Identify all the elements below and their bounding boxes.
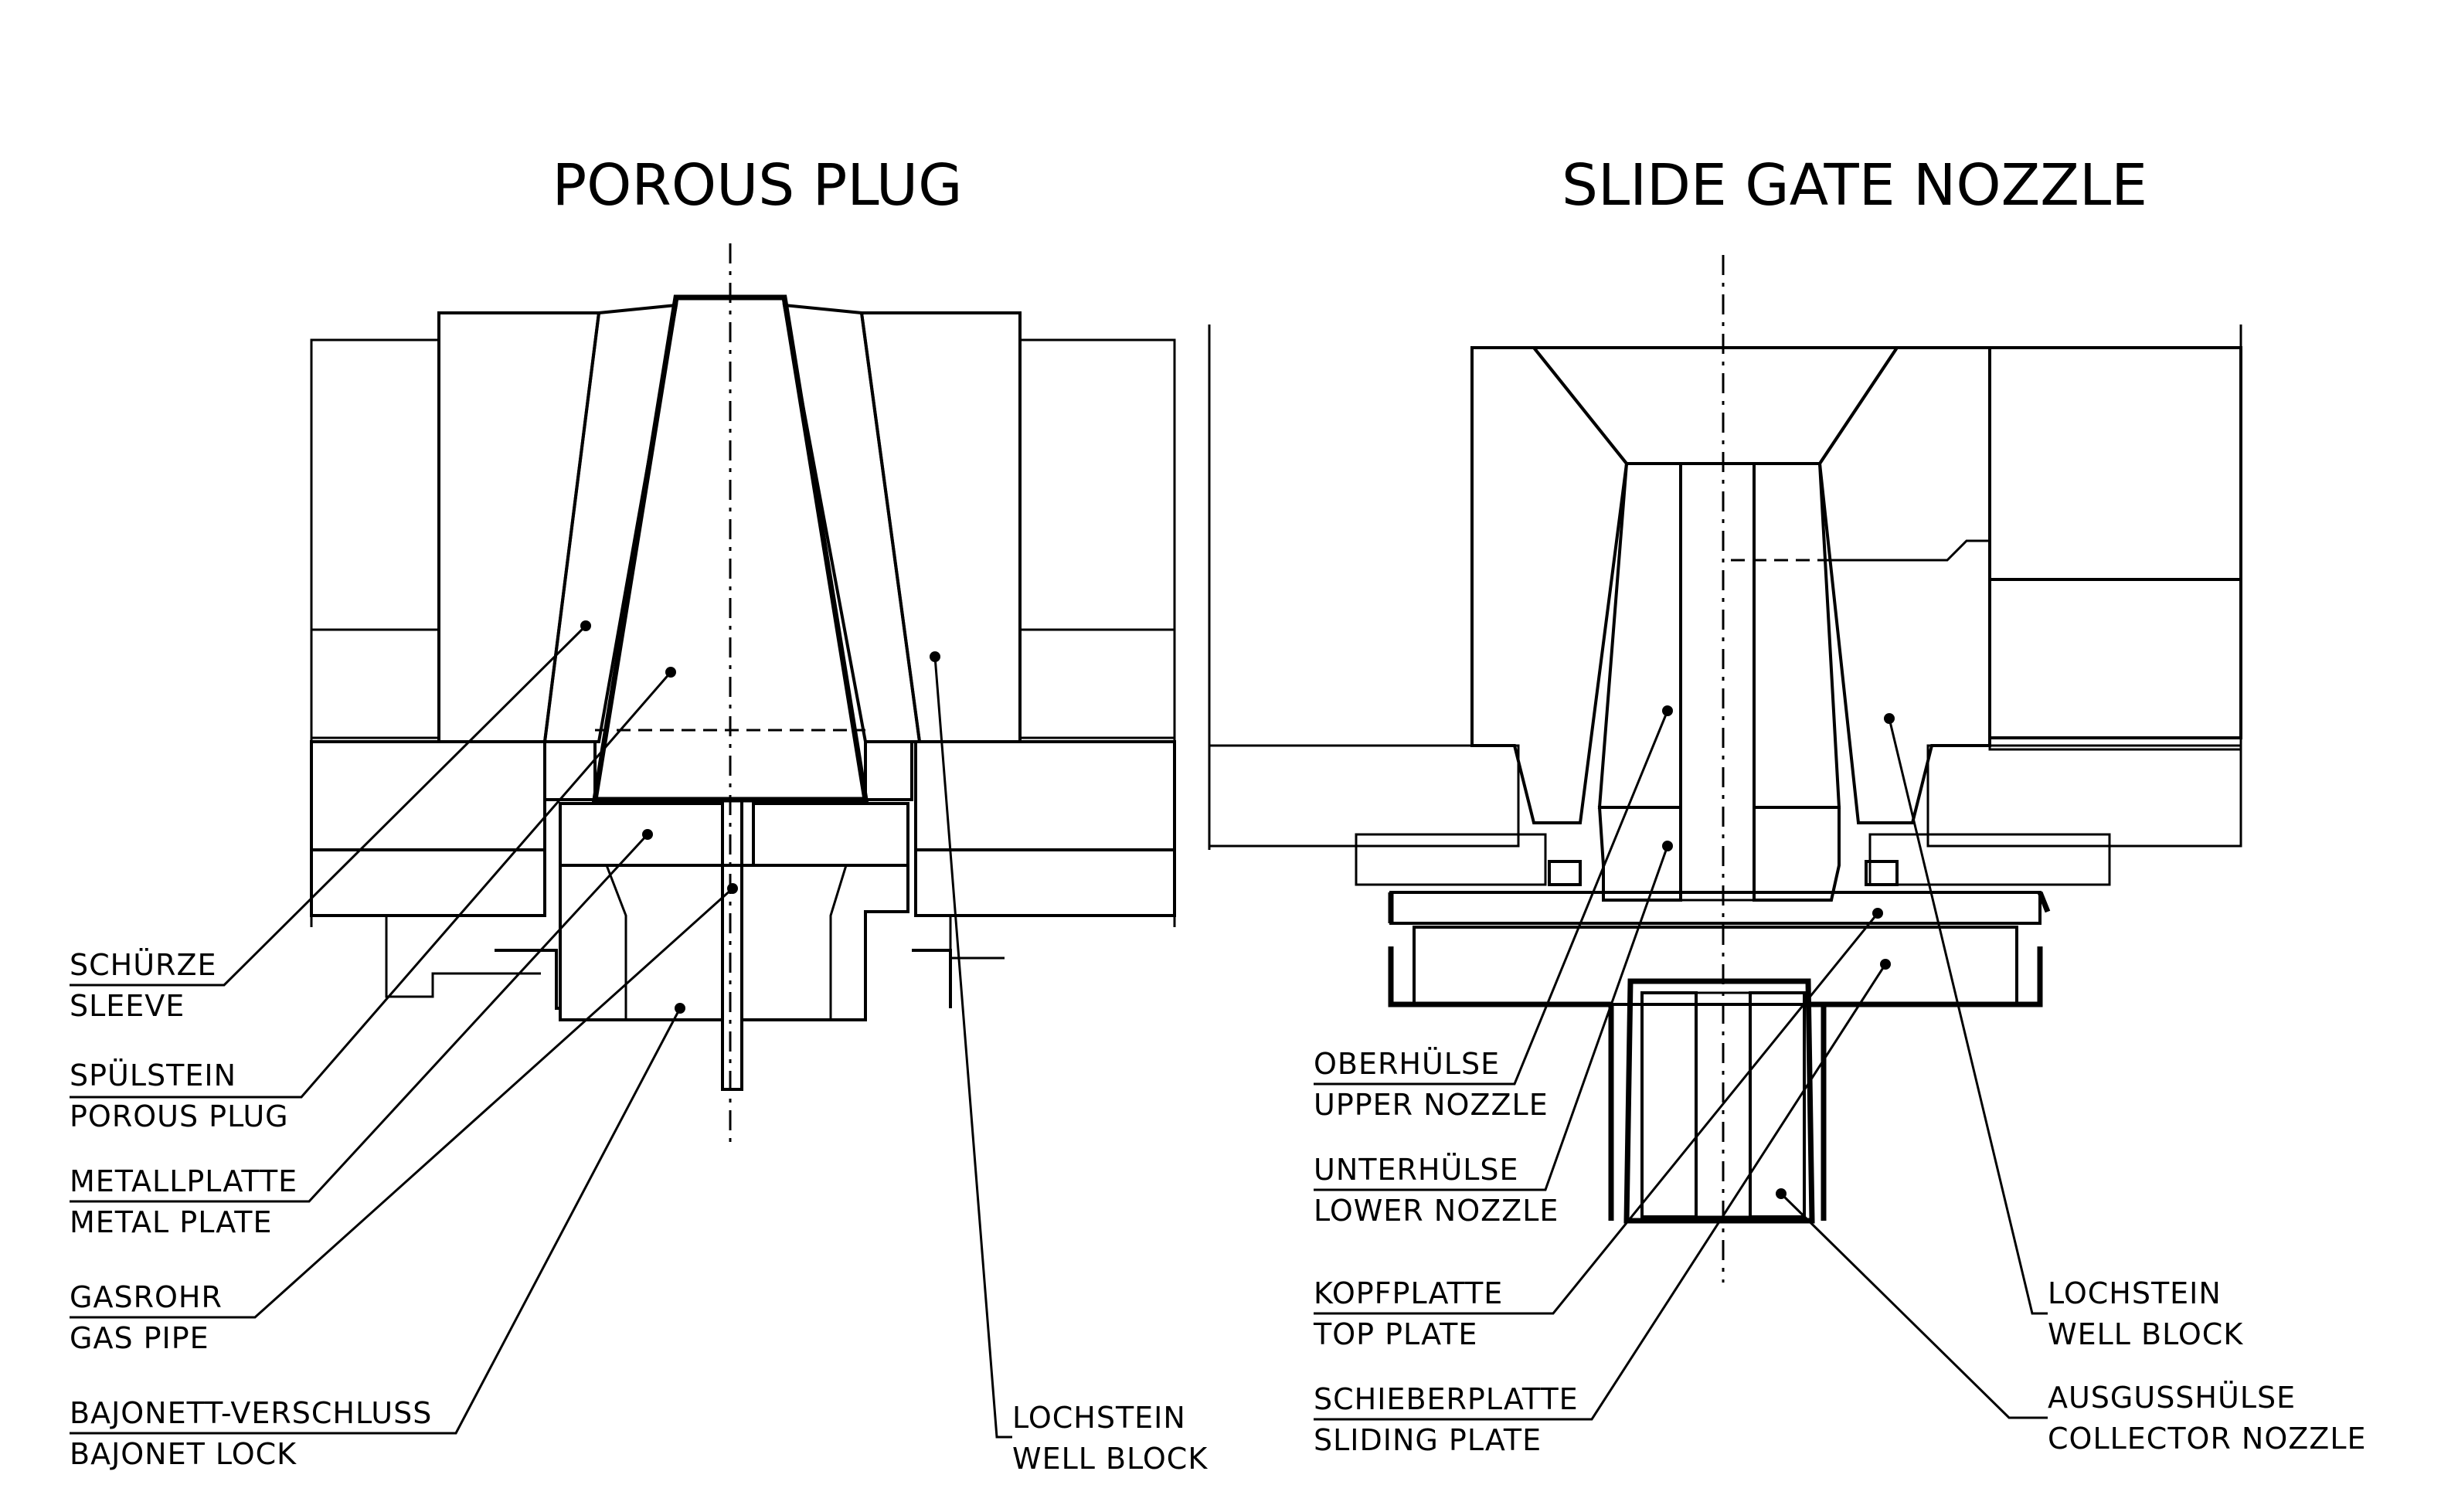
label-gas-pipe: GAS PIPE bbox=[70, 1321, 209, 1355]
masonry-right bbox=[1018, 338, 1176, 631]
title-porous-plug: POROUS PLUG bbox=[552, 152, 963, 219]
well-block-right-section bbox=[1817, 346, 1991, 824]
metal-plate-left bbox=[559, 802, 724, 867]
bajonet-lock-body bbox=[559, 864, 909, 1021]
layers-right bbox=[1926, 744, 2242, 848]
porous-plug-assembly bbox=[70, 243, 1176, 1439]
label-metal-plate: METAL PLATE bbox=[70, 1205, 273, 1239]
label-sleeve: SLEEVE bbox=[70, 989, 185, 1023]
well-block-right-half bbox=[859, 311, 1022, 743]
label-kopfplatte: KOPFPLATTE bbox=[1314, 1276, 1503, 1310]
metal-plate-right bbox=[752, 802, 909, 867]
label-bajonet-lock: BAJONET LOCK bbox=[70, 1437, 297, 1471]
lower-nozzle-left bbox=[1597, 806, 1682, 902]
layer-lines-left bbox=[310, 628, 440, 739]
gas-pipe bbox=[721, 798, 743, 1091]
lower-block-right bbox=[914, 740, 1176, 917]
label-oberhulse: OBERHÜLSE bbox=[1314, 1047, 1500, 1081]
layers-left bbox=[1208, 744, 1520, 848]
label-lochstein-left: LOCHSTEIN bbox=[1012, 1401, 1186, 1435]
sleeve-right bbox=[782, 303, 922, 743]
lower-nozzle-right bbox=[1753, 806, 1841, 902]
well-block-left-half bbox=[437, 311, 601, 743]
title-slide-gate-nozzle: SLIDE GATE NOZZLE bbox=[1562, 152, 2147, 219]
label-bajonett-verschluss: BAJONETT-VERSCHLUSS bbox=[70, 1396, 432, 1430]
collector-nozzle-left bbox=[1640, 991, 1698, 1218]
bore bbox=[1679, 462, 1756, 902]
label-gasrohr: GASROHR bbox=[70, 1280, 223, 1314]
upper-nozzle-left bbox=[1597, 462, 1682, 809]
label-ausgusshulse: AUSGUSSHÜLSE bbox=[2048, 1381, 2296, 1415]
label-well-block-left: WELL BLOCK bbox=[1012, 1442, 1208, 1476]
lower-block-left bbox=[310, 740, 546, 917]
collector-nozzle-outline bbox=[1623, 978, 1815, 1224]
label-well-block-right: WELL BLOCK bbox=[2048, 1317, 2243, 1351]
label-metallplatte: METALLPLATTE bbox=[70, 1164, 297, 1198]
collector-nozzle-right bbox=[1749, 991, 1806, 1218]
label-lochstein-right: LOCHSTEIN bbox=[2048, 1276, 2222, 1310]
label-spulstein: SPÜLSTEIN bbox=[70, 1058, 236, 1092]
label-upper-nozzle: UPPER NOZZLE bbox=[1314, 1088, 1549, 1122]
layer-lines-right bbox=[1018, 628, 1176, 739]
outer-frame-right-top bbox=[1988, 346, 2242, 581]
label-sliding-plate: SLIDING PLATE bbox=[1314, 1423, 1542, 1457]
masonry-left bbox=[310, 338, 440, 631]
label-schieberplatte: SCHIEBERPLATTE bbox=[1314, 1382, 1579, 1416]
sleeve-left bbox=[542, 303, 678, 743]
labels-left: SCHÜRZE SLEEVE SPÜLSTEIN POROUS PLUG MET… bbox=[70, 948, 1208, 1476]
slide-gate-assembly bbox=[1208, 255, 2242, 1421]
top-plate bbox=[1389, 891, 2042, 925]
label-collector-nozzle: COLLECTOR NOZZLE bbox=[2048, 1422, 2367, 1456]
sliding-plate bbox=[1413, 926, 2018, 1006]
label-unterhulse: UNTERHÜLSE bbox=[1314, 1153, 1519, 1187]
label-lower-nozzle: LOWER NOZZLE bbox=[1314, 1194, 1559, 1228]
outer-frame-right-mid bbox=[1988, 578, 2242, 739]
label-top-plate: TOP PLATE bbox=[1313, 1317, 1477, 1351]
label-schurze: SCHÜRZE bbox=[70, 948, 217, 982]
label-porous-plug: POROUS PLUG bbox=[70, 1099, 289, 1133]
labels-right: OBERHÜLSE UPPER NOZZLE UNTERHÜLSE LOWER … bbox=[1313, 1047, 2367, 1457]
